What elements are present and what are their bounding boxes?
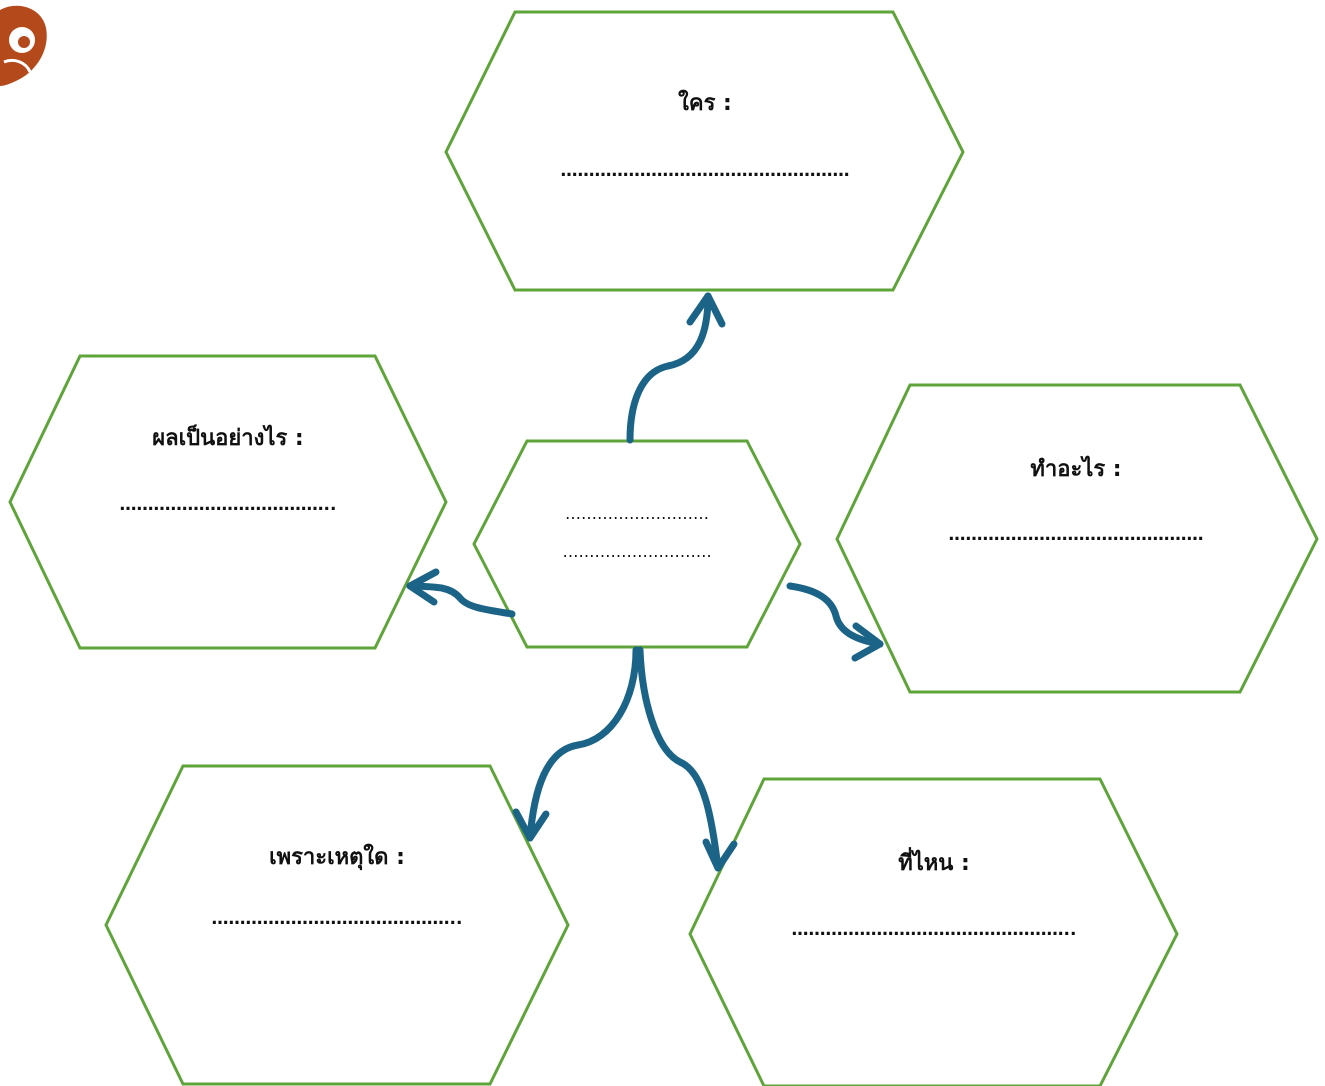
why-label: เพราะเหตุใด : — [269, 843, 405, 871]
what-label: ทำอะไร : — [1030, 455, 1121, 482]
result-blank: ……………………………….. — [120, 495, 337, 515]
arrow-to-result — [406, 568, 516, 618]
arrow-to-why — [512, 646, 640, 842]
center-line-2: ………………………. — [562, 542, 711, 561]
hex-why — [104, 764, 570, 1086]
arrow-to-where — [636, 646, 738, 872]
why-blank: …………………………………….. — [212, 909, 463, 929]
hex-where — [688, 777, 1179, 1086]
hex-who — [444, 10, 965, 292]
arrow-to-what — [786, 582, 884, 662]
hex-center — [472, 439, 802, 649]
result-label: ผลเป็นอย่างไร : — [152, 423, 303, 451]
who-blank: …………………………………………… — [561, 161, 850, 181]
where-blank: ………………………………………….. — [792, 920, 1077, 940]
where-label: ที่ไหน : — [898, 846, 970, 876]
arrow-to-who — [626, 292, 726, 444]
what-blank: ……………………………………… — [949, 525, 1204, 545]
hex-what — [835, 383, 1319, 694]
thai-ornament-icon — [0, 5, 47, 87]
hex-result — [8, 354, 448, 650]
who-label: ใคร : — [678, 89, 732, 116]
center-line-1: ……………………… — [565, 504, 709, 523]
